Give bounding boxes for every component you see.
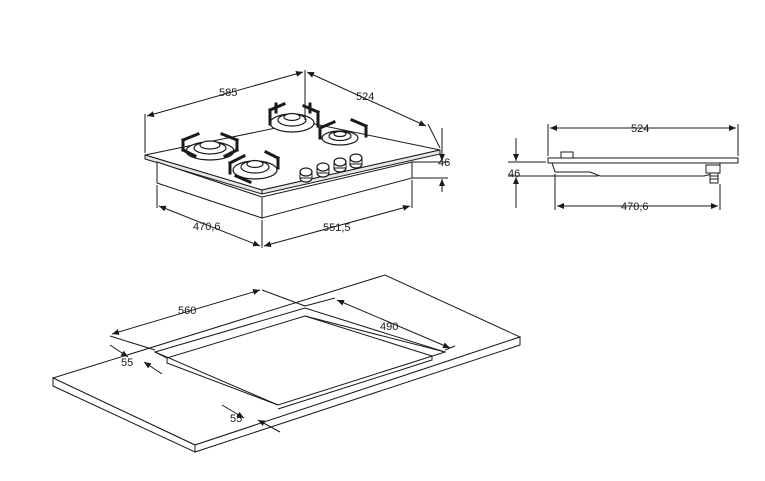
dim-height: 46 [412, 128, 450, 192]
worktop-edge-right [194, 336, 521, 453]
dim-side-height: 46 [508, 138, 598, 208]
dim-margin-left: 55 [109, 344, 163, 375]
dim-label-524: 524 [356, 91, 374, 103]
dim-top-width: 585 [144, 70, 306, 153]
dim-bottom-depth: 470,6 [156, 185, 263, 248]
side-dim-label-470-6: 470,6 [621, 201, 649, 213]
gas-connector [705, 164, 721, 184]
side-dim-label-524: 524 [631, 123, 649, 135]
control-knobs [299, 153, 363, 183]
dim-top-depth: 524 [306, 71, 441, 149]
side-body [551, 162, 721, 177]
dim-cutout-width: 560 [109, 289, 306, 351]
burner-front-left [227, 149, 281, 184]
worktop-cutout-view: 560 490 55 55 [51, 274, 522, 453]
dim-margin-front: 55 [221, 404, 281, 433]
dim-label-55-left: 55 [121, 357, 133, 369]
side-dim-label-46: 46 [508, 168, 520, 180]
side-glass [547, 157, 739, 164]
side-knob [560, 151, 574, 159]
dim-label-490: 490 [380, 321, 398, 333]
burner-rear-right [268, 102, 320, 133]
dim-side-top-depth: 524 [547, 123, 739, 156]
cutout-inner-wall [166, 358, 279, 406]
dim-cutout-depth: 490 [304, 297, 456, 351]
hob-isometric-view: 585 524 46 470,6 551,5 [144, 70, 450, 248]
dim-side-bottom-depth: 470,6 [554, 174, 721, 213]
dim-bottom-width: 551,5 [263, 180, 413, 248]
burner-front-right [318, 118, 368, 146]
dim-label-55-front: 55 [230, 413, 242, 425]
dim-label-46: 46 [438, 157, 450, 169]
dim-label-551-5: 551,5 [323, 222, 351, 234]
dim-label-470-6: 470,6 [193, 221, 221, 233]
burner-rear-left [180, 132, 240, 161]
dim-label-560: 560 [178, 305, 196, 317]
dim-label-585: 585 [219, 87, 237, 99]
hob-side-view: 524 46 470,6 [508, 123, 739, 213]
